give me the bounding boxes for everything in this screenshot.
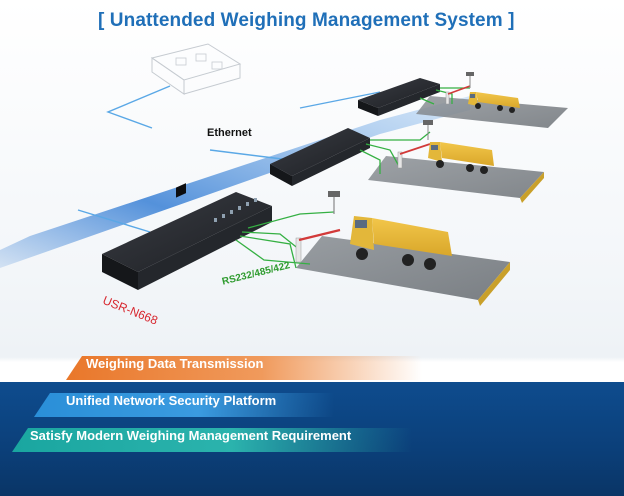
camera-icon	[466, 72, 474, 88]
banner-label: Weighing Data Transmission	[86, 356, 264, 371]
server-device-icon	[358, 78, 440, 116]
banner-security-platform: Unified Network Security Platform	[34, 393, 334, 417]
ethernet-label: Ethernet	[207, 127, 252, 139]
truck-icon	[428, 142, 494, 174]
truck-icon	[468, 92, 520, 113]
server-device-icon	[102, 183, 272, 290]
camera-icon	[423, 120, 433, 140]
weighbridge-3	[296, 236, 510, 300]
banner-label: Unified Network Security Platform	[66, 393, 277, 408]
monitoring-station-icon	[150, 43, 242, 95]
serial-links	[235, 87, 470, 269]
truck-icon	[350, 216, 452, 270]
server-device-icon	[270, 128, 370, 186]
banner-label: Satisfy Modern Weighing Management Requi…	[30, 428, 352, 443]
camera-icon	[328, 191, 340, 214]
weighbridge-1	[416, 96, 568, 128]
barrier-gate-icon	[397, 143, 431, 169]
banner-data-transmission: Weighing Data Transmission	[66, 356, 422, 380]
barrier-gate-icon	[445, 85, 471, 105]
network-links	[77, 85, 381, 233]
weighbridge-2	[368, 156, 544, 198]
banner-management-requirement: Satisfy Modern Weighing Management Requi…	[12, 428, 412, 452]
barrier-gate-icon	[295, 228, 341, 263]
page-title: [ Unattended Weighing Management System …	[98, 10, 515, 31]
